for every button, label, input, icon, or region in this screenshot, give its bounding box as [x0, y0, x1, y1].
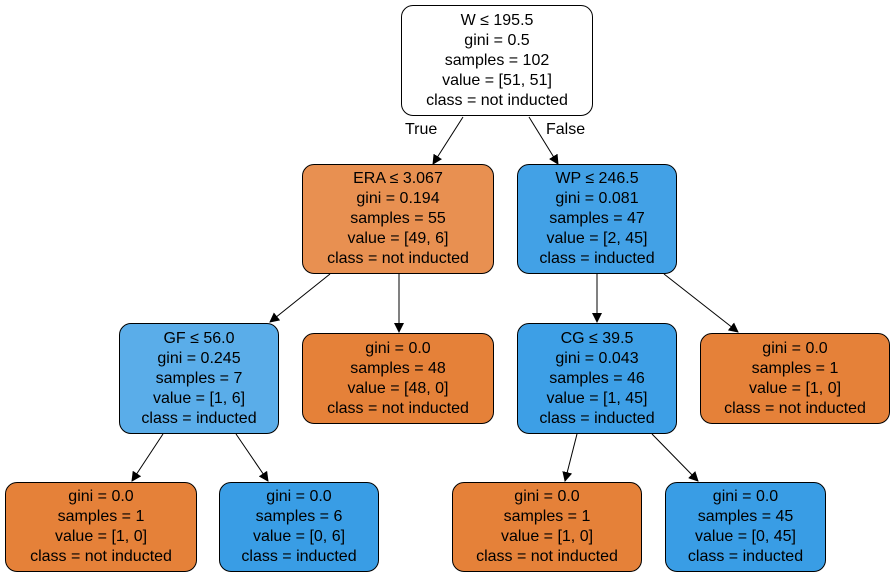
- node-gini-label: gini = 0.0: [514, 488, 580, 505]
- node-value-label: value = [49, 6]: [347, 230, 449, 247]
- tree-leaf-node: gini = 0.0 samples = 1 value = [1, 0] cl…: [700, 333, 890, 424]
- node-value-label: value = [0, 6]: [252, 528, 346, 545]
- node-samples-label: samples = 46: [549, 369, 645, 387]
- edge-n3-n7: [131, 433, 164, 482]
- node-class-label: class = not inducted: [30, 548, 172, 565]
- node-value-label: value = [1, 0]: [500, 528, 594, 545]
- node-class-label: class = not inducted: [327, 250, 469, 267]
- node-gini-label: gini = 0.5: [464, 31, 530, 49]
- node-gini-label: gini = 0.0: [712, 488, 779, 505]
- node-split-label: GF ≤ 56.0: [163, 329, 235, 347]
- node-class-label: class = not inducted: [724, 399, 866, 417]
- tree-node-cg-split: CG ≤ 39.5 gini = 0.043 samples = 46 valu…: [517, 323, 677, 434]
- tree-leaf-node: gini = 0.0 samples = 1 value = [1, 0] cl…: [452, 482, 642, 572]
- node-class-label: class = not inducted: [476, 548, 618, 565]
- node-value-label: value = [51, 51]: [442, 71, 552, 89]
- false-edge-label: False: [546, 121, 586, 138]
- node-samples-label: samples = 1: [503, 508, 591, 525]
- node-samples-label: samples = 6: [255, 508, 343, 525]
- node-class-label: class = inducted: [687, 548, 804, 565]
- node-gini-label: gini = 0.0: [762, 339, 828, 357]
- node-gini-label: gini = 0.0: [68, 488, 134, 505]
- tree-leaf-node: gini = 0.0 samples = 1 value = [1, 0] cl…: [5, 482, 197, 572]
- edge-root-n1: [432, 116, 464, 165]
- tree-node-wp-split: WP ≤ 246.5 gini = 0.081 samples = 47 val…: [517, 164, 677, 274]
- tree-leaf-node: gini = 0.0 samples = 48 value = [48, 0] …: [302, 333, 494, 424]
- node-samples-label: samples = 48: [350, 359, 446, 377]
- node-value-label: value = [2, 45]: [546, 230, 648, 247]
- node-samples-label: samples = 47: [549, 210, 645, 227]
- node-gini-label: gini = 0.043: [555, 349, 639, 367]
- edge-root-n2: [528, 116, 559, 165]
- node-value-label: value = [1, 45]: [546, 389, 648, 407]
- node-samples-label: samples = 55: [350, 210, 446, 227]
- node-class-label: class = inducted: [539, 250, 655, 267]
- node-value-label: value = [1, 0]: [748, 379, 842, 397]
- edge-n5-n10: [651, 433, 699, 482]
- node-samples-label: samples = 7: [155, 369, 243, 387]
- node-value-label: value = [0, 45]: [695, 528, 796, 545]
- node-value-label: value = [1, 6]: [152, 389, 246, 407]
- node-gini-label: gini = 0.0: [365, 339, 431, 357]
- tree-node-root: W ≤ 195.5 gini = 0.5 samples = 102 value…: [401, 5, 593, 116]
- node-samples-label: samples = 102: [444, 51, 550, 69]
- node-class-label: class = not inducted: [327, 399, 469, 417]
- node-gini-label: gini = 0.0: [266, 488, 332, 505]
- edge-n2-n6: [663, 273, 739, 333]
- node-class-label: class = inducted: [539, 409, 655, 427]
- node-gini-label: gini = 0.245: [157, 349, 241, 367]
- node-split-label: ERA ≤ 3.067: [353, 170, 443, 187]
- node-samples-label: samples = 1: [57, 508, 145, 525]
- node-class-label: class = not inducted: [426, 91, 568, 109]
- node-value-label: value = [48, 0]: [347, 379, 449, 397]
- tree-node-gf-split: GF ≤ 56.0 gini = 0.245 samples = 7 value…: [119, 323, 279, 434]
- tree-leaf-node: gini = 0.0 samples = 6 value = [0, 6] cl…: [219, 482, 379, 572]
- node-gini-label: gini = 0.194: [356, 190, 440, 207]
- node-gini-label: gini = 0.081: [555, 190, 639, 207]
- node-split-label: CG ≤ 39.5: [560, 329, 634, 347]
- edge-n5-n9: [562, 433, 578, 482]
- node-split-label: W ≤ 195.5: [460, 11, 534, 29]
- true-edge-label: True: [405, 121, 438, 138]
- node-samples-label: samples = 45: [697, 508, 794, 525]
- node-value-label: value = [1, 0]: [54, 528, 148, 545]
- edge-n3-n8: [235, 433, 269, 482]
- node-class-label: class = inducted: [141, 409, 257, 427]
- edge-n1-n3: [269, 273, 331, 323]
- node-split-label: WP ≤ 246.5: [555, 170, 639, 187]
- node-samples-label: samples = 1: [751, 359, 839, 377]
- node-class-label: class = inducted: [241, 548, 357, 565]
- tree-leaf-node: gini = 0.0 samples = 45 value = [0, 45] …: [665, 482, 826, 572]
- tree-node-era-split: ERA ≤ 3.067 gini = 0.194 samples = 55 va…: [302, 164, 494, 274]
